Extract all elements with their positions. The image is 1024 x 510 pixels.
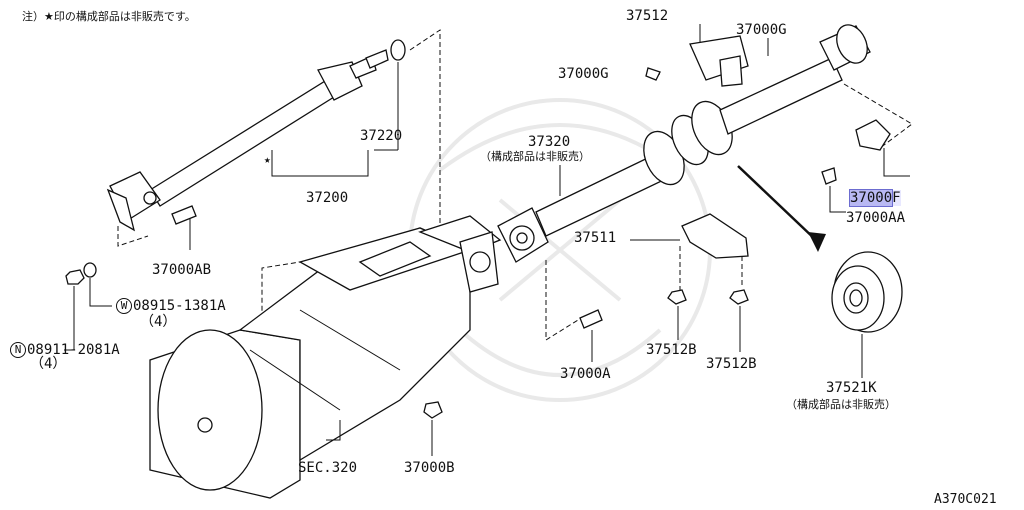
detail-arrow-head bbox=[808, 232, 826, 252]
label-37000AA[interactable]: 37000AA bbox=[846, 210, 906, 226]
label-37512-top[interactable]: 37512 bbox=[626, 8, 669, 24]
label-sec320[interactable]: SEC.320 bbox=[298, 460, 358, 476]
rear-shaft-assembly bbox=[689, 24, 871, 135]
leader-37512B bbox=[677, 306, 741, 352]
label-37320-note: （構成部品は非販売） bbox=[480, 150, 590, 163]
transmission-sec320 bbox=[149, 215, 502, 499]
label-08915-text: 08915-1381A bbox=[133, 298, 226, 314]
label-37000G-left[interactable]: 37000G bbox=[558, 66, 609, 82]
detail-arrow-line bbox=[737, 165, 819, 243]
leader-37000F bbox=[883, 148, 910, 177]
leader-37000AA bbox=[829, 186, 846, 213]
label-37000B[interactable]: 37000B bbox=[404, 460, 455, 476]
label-37200[interactable]: 37200 bbox=[306, 190, 349, 206]
leader-08915 bbox=[89, 278, 112, 307]
label-37000A[interactable]: 37000A bbox=[560, 366, 611, 382]
bolt-37000A bbox=[579, 309, 603, 329]
label-37511[interactable]: 37511 bbox=[574, 230, 617, 246]
leader-08911 bbox=[64, 286, 75, 351]
dash-37511 bbox=[679, 246, 743, 290]
washer-08915 bbox=[83, 262, 97, 278]
label-37512B-right[interactable]: 37512B bbox=[706, 356, 757, 372]
non-sale-note: 注）★印の構成部品は非販売です。 bbox=[22, 10, 196, 23]
dash-37200-lower bbox=[117, 226, 149, 247]
washer-w-mark: W bbox=[116, 298, 132, 314]
label-37000F-highlight: 37000 bbox=[848, 189, 894, 207]
dash-37200-upper bbox=[261, 29, 441, 340]
propeller-shaft-37200 bbox=[106, 49, 389, 232]
nut-08911 bbox=[65, 269, 85, 285]
nut-37512B-left bbox=[667, 289, 687, 305]
leader-sec320 bbox=[326, 420, 341, 441]
center-bearing-37521K bbox=[831, 251, 903, 333]
star-mark: ★ bbox=[264, 153, 271, 166]
label-08915-qty: （4） bbox=[140, 314, 177, 330]
plate-37000F bbox=[855, 119, 891, 151]
label-37320[interactable]: 37320 bbox=[528, 134, 571, 150]
figure-code: A370C021 bbox=[934, 492, 997, 507]
bolt-37000G-left bbox=[645, 67, 661, 81]
leader-37220 bbox=[374, 62, 399, 151]
bolt-37000AB bbox=[171, 205, 197, 250]
label-37220[interactable]: 37220 bbox=[360, 128, 403, 144]
dash-37320 bbox=[545, 260, 579, 341]
label-37000F[interactable]: 37000F bbox=[848, 189, 901, 207]
nut-37000B bbox=[423, 401, 443, 419]
bolt-37000AA bbox=[821, 167, 837, 185]
label-37512B-left[interactable]: 37512B bbox=[646, 342, 697, 358]
snap-ring-37220 bbox=[390, 39, 406, 61]
nut-37512B-right bbox=[729, 289, 749, 305]
dash-37000F bbox=[843, 83, 913, 149]
label-37000AB[interactable]: 37000AB bbox=[152, 262, 212, 278]
label-37521K-note: （構成部品は非販売） bbox=[786, 398, 896, 411]
bracket-37511 bbox=[681, 213, 749, 259]
label-37000F-suffix: F bbox=[892, 190, 901, 206]
label-37000G-right[interactable]: 37000G bbox=[736, 22, 787, 38]
label-08911-text: 08911-2081A bbox=[27, 342, 120, 358]
label-37521K[interactable]: 37521K bbox=[826, 380, 877, 396]
leader-37200 bbox=[271, 150, 369, 177]
label-08911-qty: （4） bbox=[30, 356, 67, 372]
nut-n-mark: N bbox=[10, 342, 26, 358]
